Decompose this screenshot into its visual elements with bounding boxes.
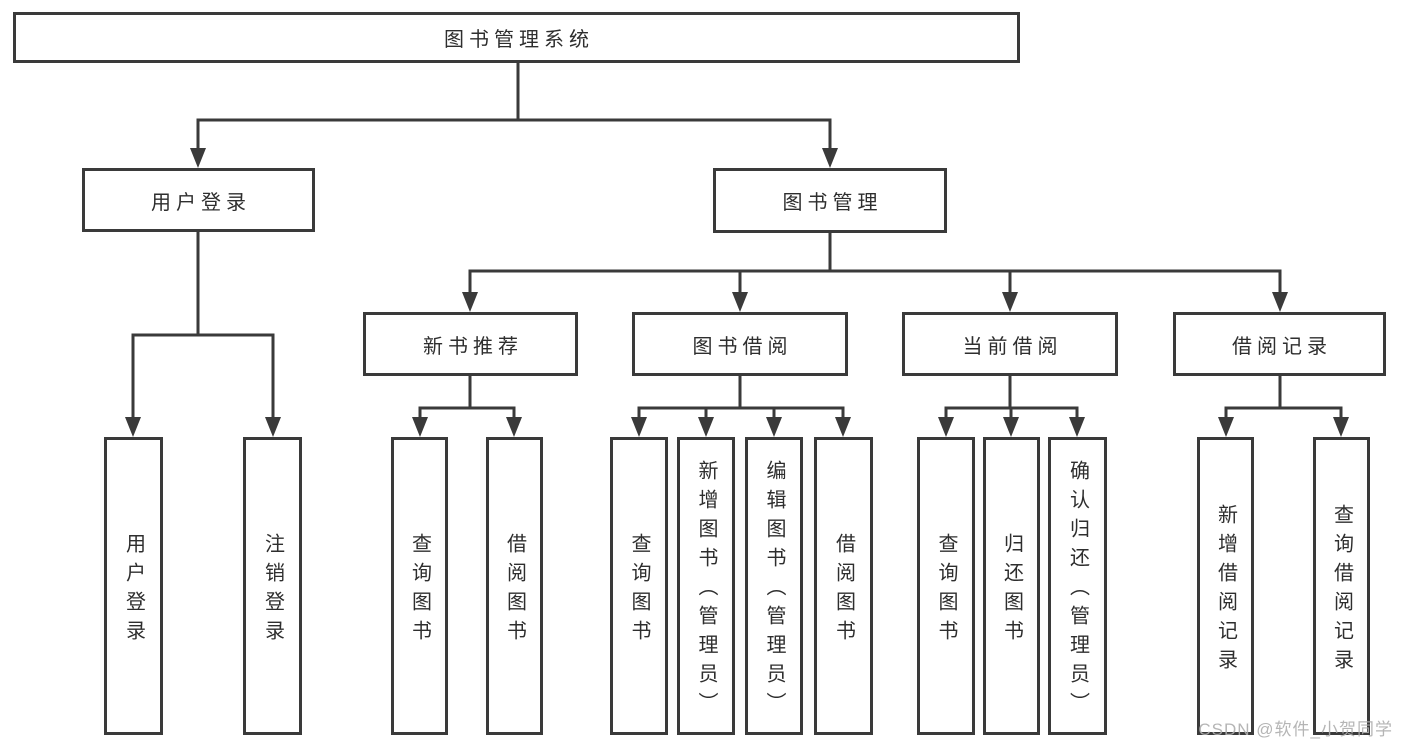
leaf-add-borrow-record-label: 新增借阅记录 [1214, 503, 1237, 678]
arrowheads-level2 [190, 148, 838, 168]
node-user-login: 用户登录 [82, 168, 315, 232]
leaf-logout: 注销登录 [243, 437, 302, 735]
leaf-newbooks-borrow-books-label: 借阅图书 [503, 532, 526, 649]
leaf-user-login-label: 用户登录 [122, 532, 145, 649]
node-current-borrowing-label: 当前借阅 [962, 335, 1063, 358]
leaf-logout-label: 注销登录 [261, 532, 284, 649]
leaf-borrow-books-label: 借阅图书 [832, 532, 855, 649]
node-user-login-label: 用户登录 [151, 191, 251, 214]
edges-book-borrow-leaves [637, 374, 845, 421]
arrowheads-level3 [462, 292, 1288, 312]
edges-current-borrow-leaves [944, 374, 1079, 421]
arrowheads-book-borrow-leaves [631, 417, 851, 437]
csdn-watermark: CSDN @软件_小贺同学 [1198, 720, 1393, 739]
leaf-confirm-return-admin: 确认归还（管理员） [1048, 437, 1107, 735]
leaf-newbooks-query-books-label: 查询图书 [408, 532, 431, 649]
leaf-query-borrow-record: 查询借阅记录 [1313, 437, 1370, 735]
leaf-current-query-books-label: 查询图书 [935, 532, 957, 649]
node-new-book-recommendation-label: 新书推荐 [423, 335, 523, 358]
edges-book-mgmt-to-level3 [468, 231, 1282, 296]
node-book-management: 图书管理 [713, 168, 947, 233]
leaf-borrow-books: 借阅图书 [814, 437, 873, 735]
leaf-current-query-books: 查询图书 [917, 437, 975, 735]
leaf-newbooks-borrow-books: 借阅图书 [486, 437, 543, 735]
arrowheads-current-borrow-leaves [938, 417, 1085, 437]
leaf-edit-books-admin-label: 编辑图书（管理员） [763, 460, 785, 721]
arrowheads-new-books-leaves [412, 417, 522, 437]
leaf-borrow-query-books-label: 查询图书 [628, 532, 650, 649]
edges-borrow-records-leaves [1224, 374, 1343, 421]
leaf-user-login: 用户登录 [104, 437, 163, 735]
node-book-borrowing-label: 图书借阅 [692, 335, 793, 358]
node-new-book-recommendation: 新书推荐 [363, 312, 578, 376]
edges-new-books-leaves [418, 374, 516, 421]
node-current-borrowing: 当前借阅 [902, 312, 1118, 376]
node-book-management-label: 图书管理 [782, 192, 883, 214]
node-borrowing-records-label: 借阅记录 [1232, 335, 1332, 358]
arrowheads-user-login-leaves [125, 417, 281, 437]
leaf-edit-books-admin: 编辑图书（管理员） [745, 437, 803, 735]
edges-root-to-level2 [196, 61, 832, 152]
leaf-add-books-admin: 新增图书（管理员） [677, 437, 735, 735]
leaf-newbooks-query-books: 查询图书 [391, 437, 448, 735]
node-borrowing-records: 借阅记录 [1173, 312, 1386, 376]
node-book-borrowing: 图书借阅 [632, 312, 848, 376]
leaf-borrow-query-books: 查询图书 [610, 437, 668, 735]
edges-user-login-branch [131, 230, 275, 421]
leaf-return-books-label: 归还图书 [1000, 532, 1023, 649]
arrowheads-borrow-records-leaves [1218, 417, 1349, 437]
node-library-management-system-label: 图书管理系统 [444, 29, 594, 51]
leaf-confirm-return-admin-label: 确认归还（管理员） [1066, 460, 1089, 721]
leaf-add-borrow-record: 新增借阅记录 [1197, 437, 1254, 735]
node-library-management-system: 图书管理系统 [13, 12, 1020, 63]
leaf-query-borrow-record-label: 查询借阅记录 [1330, 503, 1353, 678]
leaf-return-books: 归还图书 [983, 437, 1040, 735]
leaf-add-books-admin-label: 新增图书（管理员） [695, 460, 717, 721]
